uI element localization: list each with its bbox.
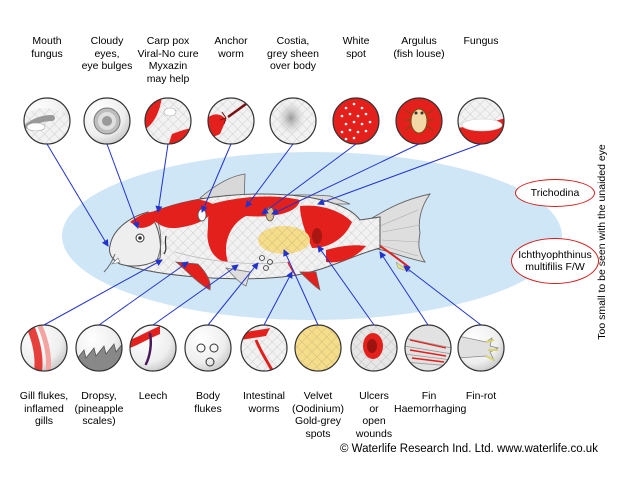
anchor-worm-icon xyxy=(207,97,255,145)
label-intestinal-worms: Intestinal worms xyxy=(242,390,286,415)
side-note: Too small to be seen with the unaided ey… xyxy=(596,144,608,340)
dropsy-icon xyxy=(75,324,123,372)
copyright: © Waterlife Research Ind. Ltd. www.water… xyxy=(340,443,598,455)
label-ulcers: Ulcers or open wounds xyxy=(355,390,393,440)
fin-haemorrhage-icon xyxy=(404,324,452,372)
white-spot-icon xyxy=(332,97,380,145)
label-costia: Costia, grey sheen over body xyxy=(267,35,319,72)
argulus-icon xyxy=(395,97,443,145)
label-body-flukes: Body flukes xyxy=(194,390,222,415)
ichthyophthinus-label: Ichthyophthinus multifilis F/W xyxy=(511,238,599,284)
label-carp-pox: Carp pox Viral-No cure Myxazin may help xyxy=(137,35,199,85)
body-flukes-icon xyxy=(184,324,232,372)
costia-icon xyxy=(269,97,317,145)
label-fin-rot: Fin-rot xyxy=(465,390,497,402)
label-argulus: Argulus (fish louse) xyxy=(393,35,445,60)
velvet-icon xyxy=(294,324,342,372)
label-fin-haemorrhaging: Fin Haemorrhaging xyxy=(394,390,467,415)
label-mouth-fungus: Mouth fungus xyxy=(31,35,63,60)
intestinal-worms-icon xyxy=(240,324,288,372)
label-velvet: Velvet (Oodinium) Gold-grey spots xyxy=(292,390,344,440)
ulcer-icon xyxy=(350,324,398,372)
fin-rot-icon xyxy=(457,324,505,372)
label-cloudy-eyes: Cloudy eyes, eye bulges xyxy=(81,35,133,72)
mouth-fungus-icon xyxy=(23,97,71,145)
label-anchor-worm: Anchor worm xyxy=(214,35,248,60)
fungus-icon xyxy=(457,97,505,145)
gill-flukes-icon xyxy=(20,324,68,372)
cloudy-eye-icon xyxy=(83,97,131,145)
label-fungus: Fungus xyxy=(463,35,499,47)
leech-icon xyxy=(129,324,177,372)
label-leech: Leech xyxy=(138,390,168,402)
label-white-spot: White spot xyxy=(342,35,370,60)
label-gill-flukes: Gill flukes, inflamed gills xyxy=(19,390,69,427)
label-dropsy: Dropsy, (pineapple scales) xyxy=(74,390,124,427)
carp-pox-icon xyxy=(144,97,192,145)
trichodina-label: Trichodina xyxy=(515,179,595,207)
pointer-arrows xyxy=(43,143,482,326)
